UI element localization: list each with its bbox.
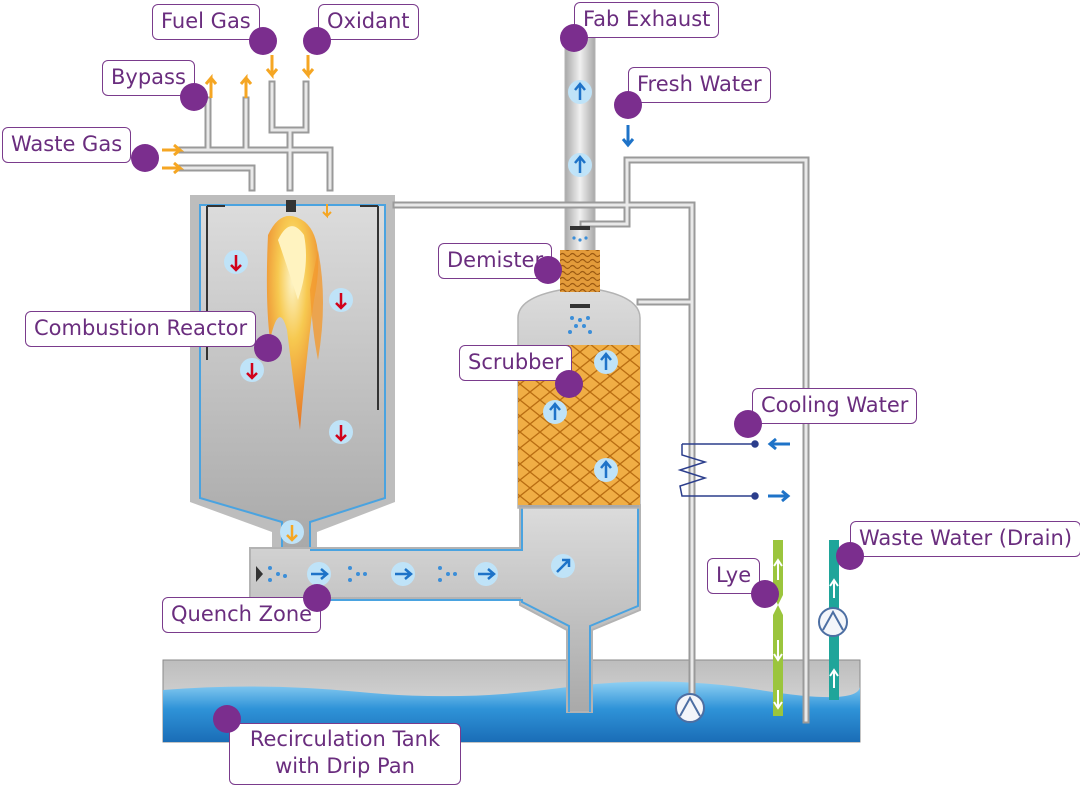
marker-dot-waste-water-drain — [836, 542, 864, 570]
gas-arrow-icons — [162, 55, 332, 219]
label-recirculation-tank-line2: with Drip Pan — [275, 754, 415, 778]
label-combustion-reactor: Combustion Reactor — [25, 311, 257, 347]
marker-dot-lye — [751, 580, 779, 608]
label-fuel-gas: Fuel Gas — [152, 4, 260, 40]
label-oxidant: Oxidant — [318, 4, 419, 40]
marker-dot-fresh-water — [614, 91, 642, 119]
label-scrubber: Scrubber — [459, 345, 573, 381]
flow-arrow-icons — [224, 80, 839, 710]
label-bypass: Bypass — [102, 60, 195, 96]
label-waste-water-drain: Waste Water (Drain) — [850, 521, 1080, 557]
label-fab-exhaust: Fab Exhaust — [574, 2, 720, 38]
marker-dot-scrubber — [555, 370, 583, 398]
flame — [266, 215, 323, 430]
heat-exchanger — [677, 440, 759, 500]
label-recirculation-tank-line1: Recirculation Tank — [249, 727, 441, 751]
piping — [178, 80, 810, 724]
spray-nozzles — [268, 226, 592, 582]
marker-dot-cooling-water — [734, 410, 762, 438]
marker-dot-oxidant — [303, 27, 331, 55]
label-demister: Demister — [438, 243, 553, 279]
pump-icon — [675, 693, 705, 723]
marker-dot-combustion-reactor — [254, 334, 282, 362]
label-recirculation-tank: Recirculation Tank with Drip Pan — [229, 723, 461, 785]
marker-dot-bypass — [180, 83, 208, 111]
drain-pump-icon — [818, 607, 848, 637]
marker-dot-recirculation-tank — [213, 705, 241, 733]
marker-dot-fuel-gas — [249, 27, 277, 55]
marker-dot-demister — [534, 256, 562, 284]
label-fresh-water: Fresh Water — [628, 67, 771, 103]
marker-dot-quench-zone — [303, 584, 331, 612]
marker-dot-fab-exhaust — [560, 24, 588, 52]
label-cooling-water: Cooling Water — [752, 388, 918, 424]
marker-dot-waste-gas — [131, 144, 159, 172]
label-waste-gas: Waste Gas — [2, 127, 132, 163]
label-quench-zone: Quench Zone — [162, 597, 322, 633]
